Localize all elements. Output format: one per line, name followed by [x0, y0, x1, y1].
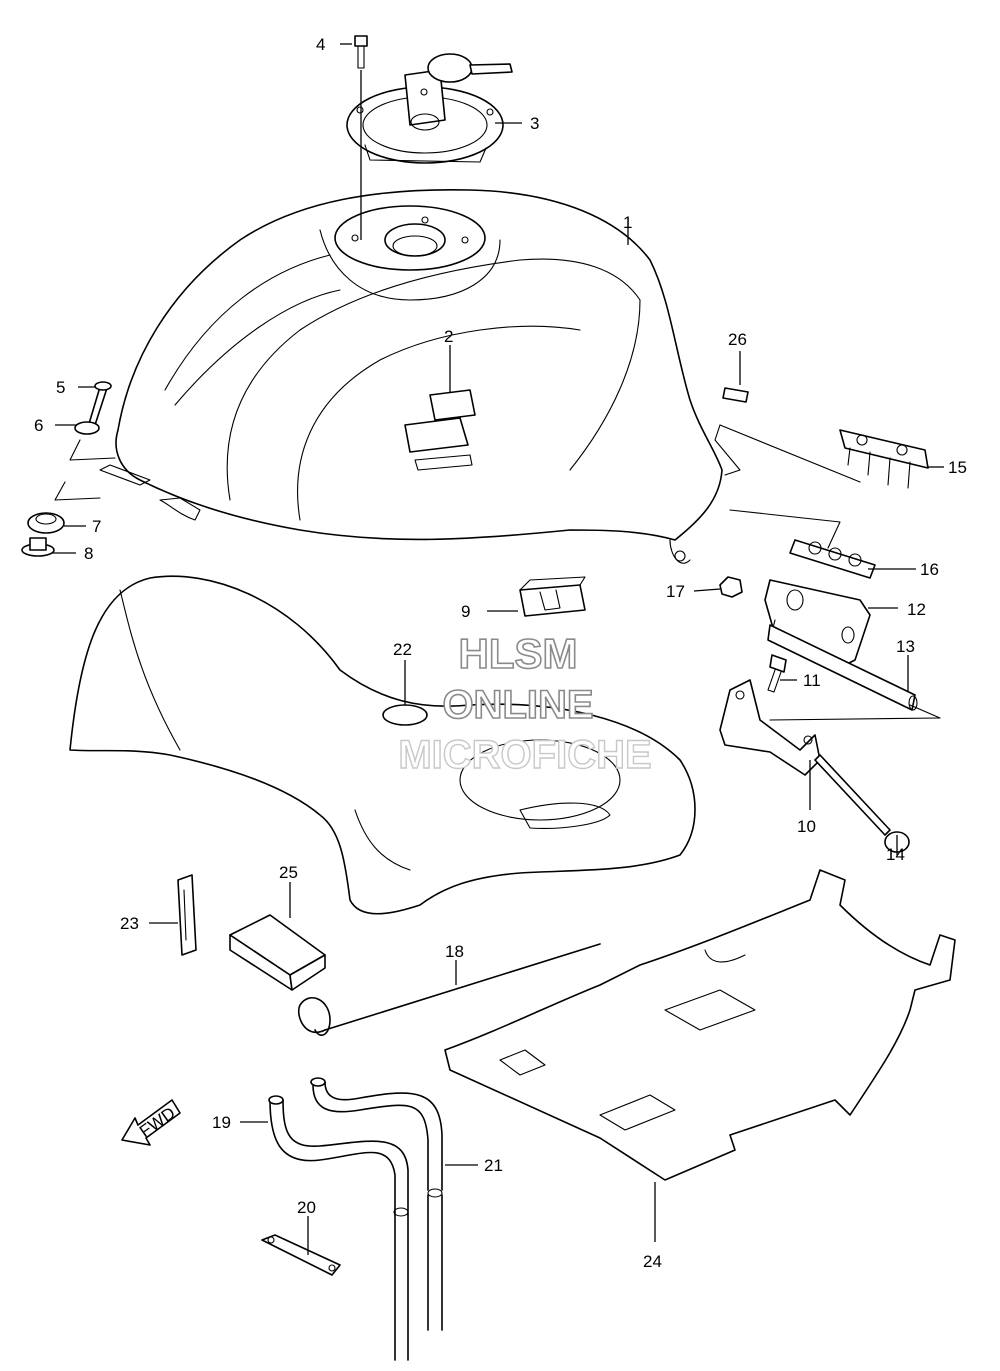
- bracket-10: [719, 679, 821, 776]
- part-label-19: 19: [212, 1113, 231, 1132]
- watermark-line-2: ONLINE: [442, 683, 593, 727]
- part-label-2: 2: [444, 327, 453, 346]
- rod-18: [298, 943, 601, 1036]
- bolt-11: [767, 654, 787, 693]
- cushion-15: [839, 429, 929, 489]
- part-label-3: 3: [530, 114, 539, 133]
- part-label-1: 1: [623, 213, 632, 232]
- part-label-6: 6: [34, 416, 43, 435]
- pad-23: [177, 874, 197, 956]
- part-label-11: 11: [803, 671, 821, 690]
- watermark-line-3: MICROFICHE: [398, 733, 651, 777]
- part-label-12: 12: [907, 600, 926, 619]
- part-label-24: 24: [643, 1252, 662, 1271]
- part-label-16: 16: [920, 560, 939, 579]
- suzuki-emblem: [404, 389, 476, 471]
- fuel-tank: [99, 188, 741, 564]
- part-label-5: 5: [56, 378, 65, 397]
- watermark-line-1: HLSM: [459, 630, 578, 677]
- part-label-26: 26: [728, 330, 747, 349]
- part-label-23: 23: [120, 914, 139, 933]
- watermark: HLSM ONLINE MICROFICHE: [398, 629, 653, 778]
- hose-19: [268, 1095, 409, 1216]
- part-label-7: 7: [92, 517, 101, 536]
- part-label-4: 4: [316, 35, 325, 54]
- part-label-9: 9: [461, 602, 470, 621]
- part-label-20: 20: [297, 1198, 316, 1217]
- part-labels: 4 3 1 2 26 5 6 15 7 8 16 17 9 12 13 22 1…: [34, 35, 967, 1271]
- part-label-18: 18: [445, 942, 464, 961]
- bolt-14: [814, 754, 910, 853]
- clamp-20: [261, 1234, 341, 1276]
- bolt-4: [354, 35, 368, 240]
- part-label-17: 17: [666, 582, 685, 601]
- part-label-8: 8: [84, 544, 93, 563]
- collar-8: [21, 537, 55, 557]
- bolt-5: [87, 381, 112, 428]
- part-label-13: 13: [896, 637, 915, 656]
- box-25: [229, 914, 326, 991]
- cushion-16: [789, 539, 876, 579]
- fuel-cap: [346, 53, 513, 164]
- leader-lines: [52, 43, 944, 1255]
- clip-26: [722, 387, 749, 403]
- cushion-7: [27, 512, 65, 534]
- part-label-25: 25: [279, 863, 298, 882]
- hose-21: [310, 1077, 443, 1361]
- pipe-13: [767, 624, 918, 711]
- part-label-14: 14: [886, 845, 905, 864]
- fwd-arrow-icon: FWD: [121, 1099, 181, 1146]
- part-label-10: 10: [797, 817, 816, 836]
- part-label-15: 15: [948, 458, 967, 477]
- plate-24: [444, 869, 956, 1181]
- part-label-22: 22: [393, 640, 412, 659]
- washer-6: [74, 421, 100, 435]
- cushion-9: [519, 576, 586, 617]
- nut-17: [719, 576, 743, 598]
- part-label-21: 21: [484, 1156, 503, 1175]
